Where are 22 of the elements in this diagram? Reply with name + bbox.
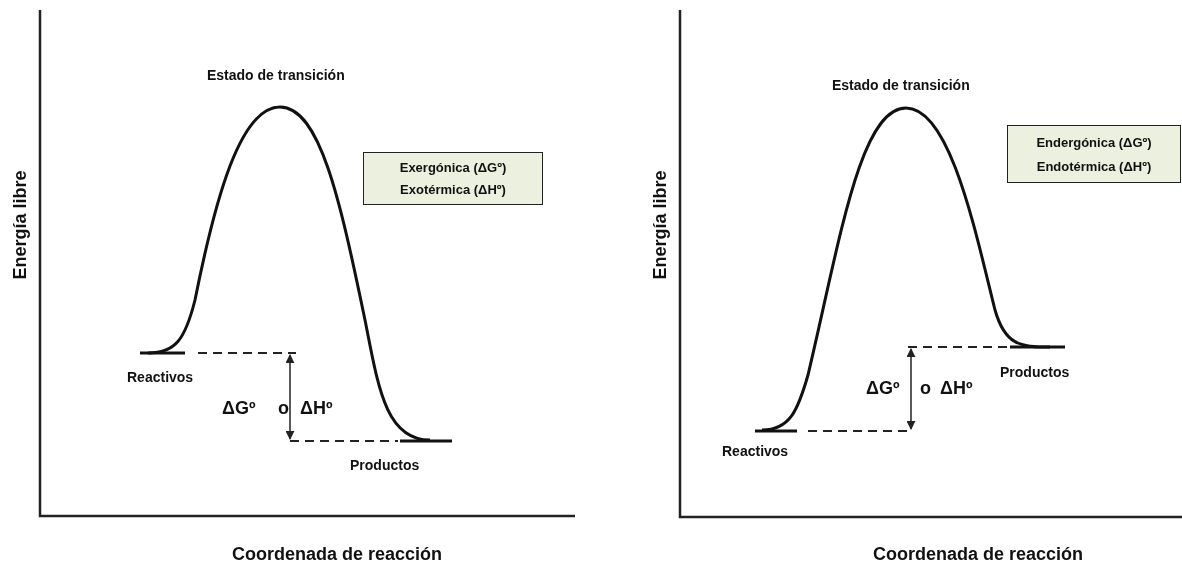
chart-label: ΔGº (222, 399, 256, 417)
chart-label: Estado de transición (207, 68, 345, 82)
chart-label: Productos (350, 458, 420, 472)
chart-label: Estado de transición (832, 78, 970, 92)
legend-box (363, 152, 543, 205)
chart-label: o (920, 379, 931, 397)
box-text: Endotérmica (ΔHº) (1036, 158, 1152, 174)
box-text: Exotérmica (ΔHº) (400, 181, 506, 197)
chart-label: ΔHº (940, 379, 973, 397)
chart-label: Reactivos (722, 444, 789, 458)
chart-label: Coordenada de reacción (873, 545, 1084, 563)
chart-label: Productos (1000, 365, 1070, 379)
chart-label: Reactivos (127, 370, 194, 384)
legend-box (1007, 125, 1181, 183)
chart-label: o (278, 399, 289, 417)
chart-label: Coordenada de reacción (232, 545, 443, 563)
axis-label: Energía libre (651, 170, 669, 280)
box-text: Exergónica (ΔGº) (399, 160, 507, 176)
box-text: Endergónica (ΔGº) (1036, 134, 1152, 150)
chart-label: ΔHº (300, 399, 333, 417)
chart-label: ΔGº (866, 379, 900, 397)
axis-label: Energía libre (11, 170, 29, 280)
